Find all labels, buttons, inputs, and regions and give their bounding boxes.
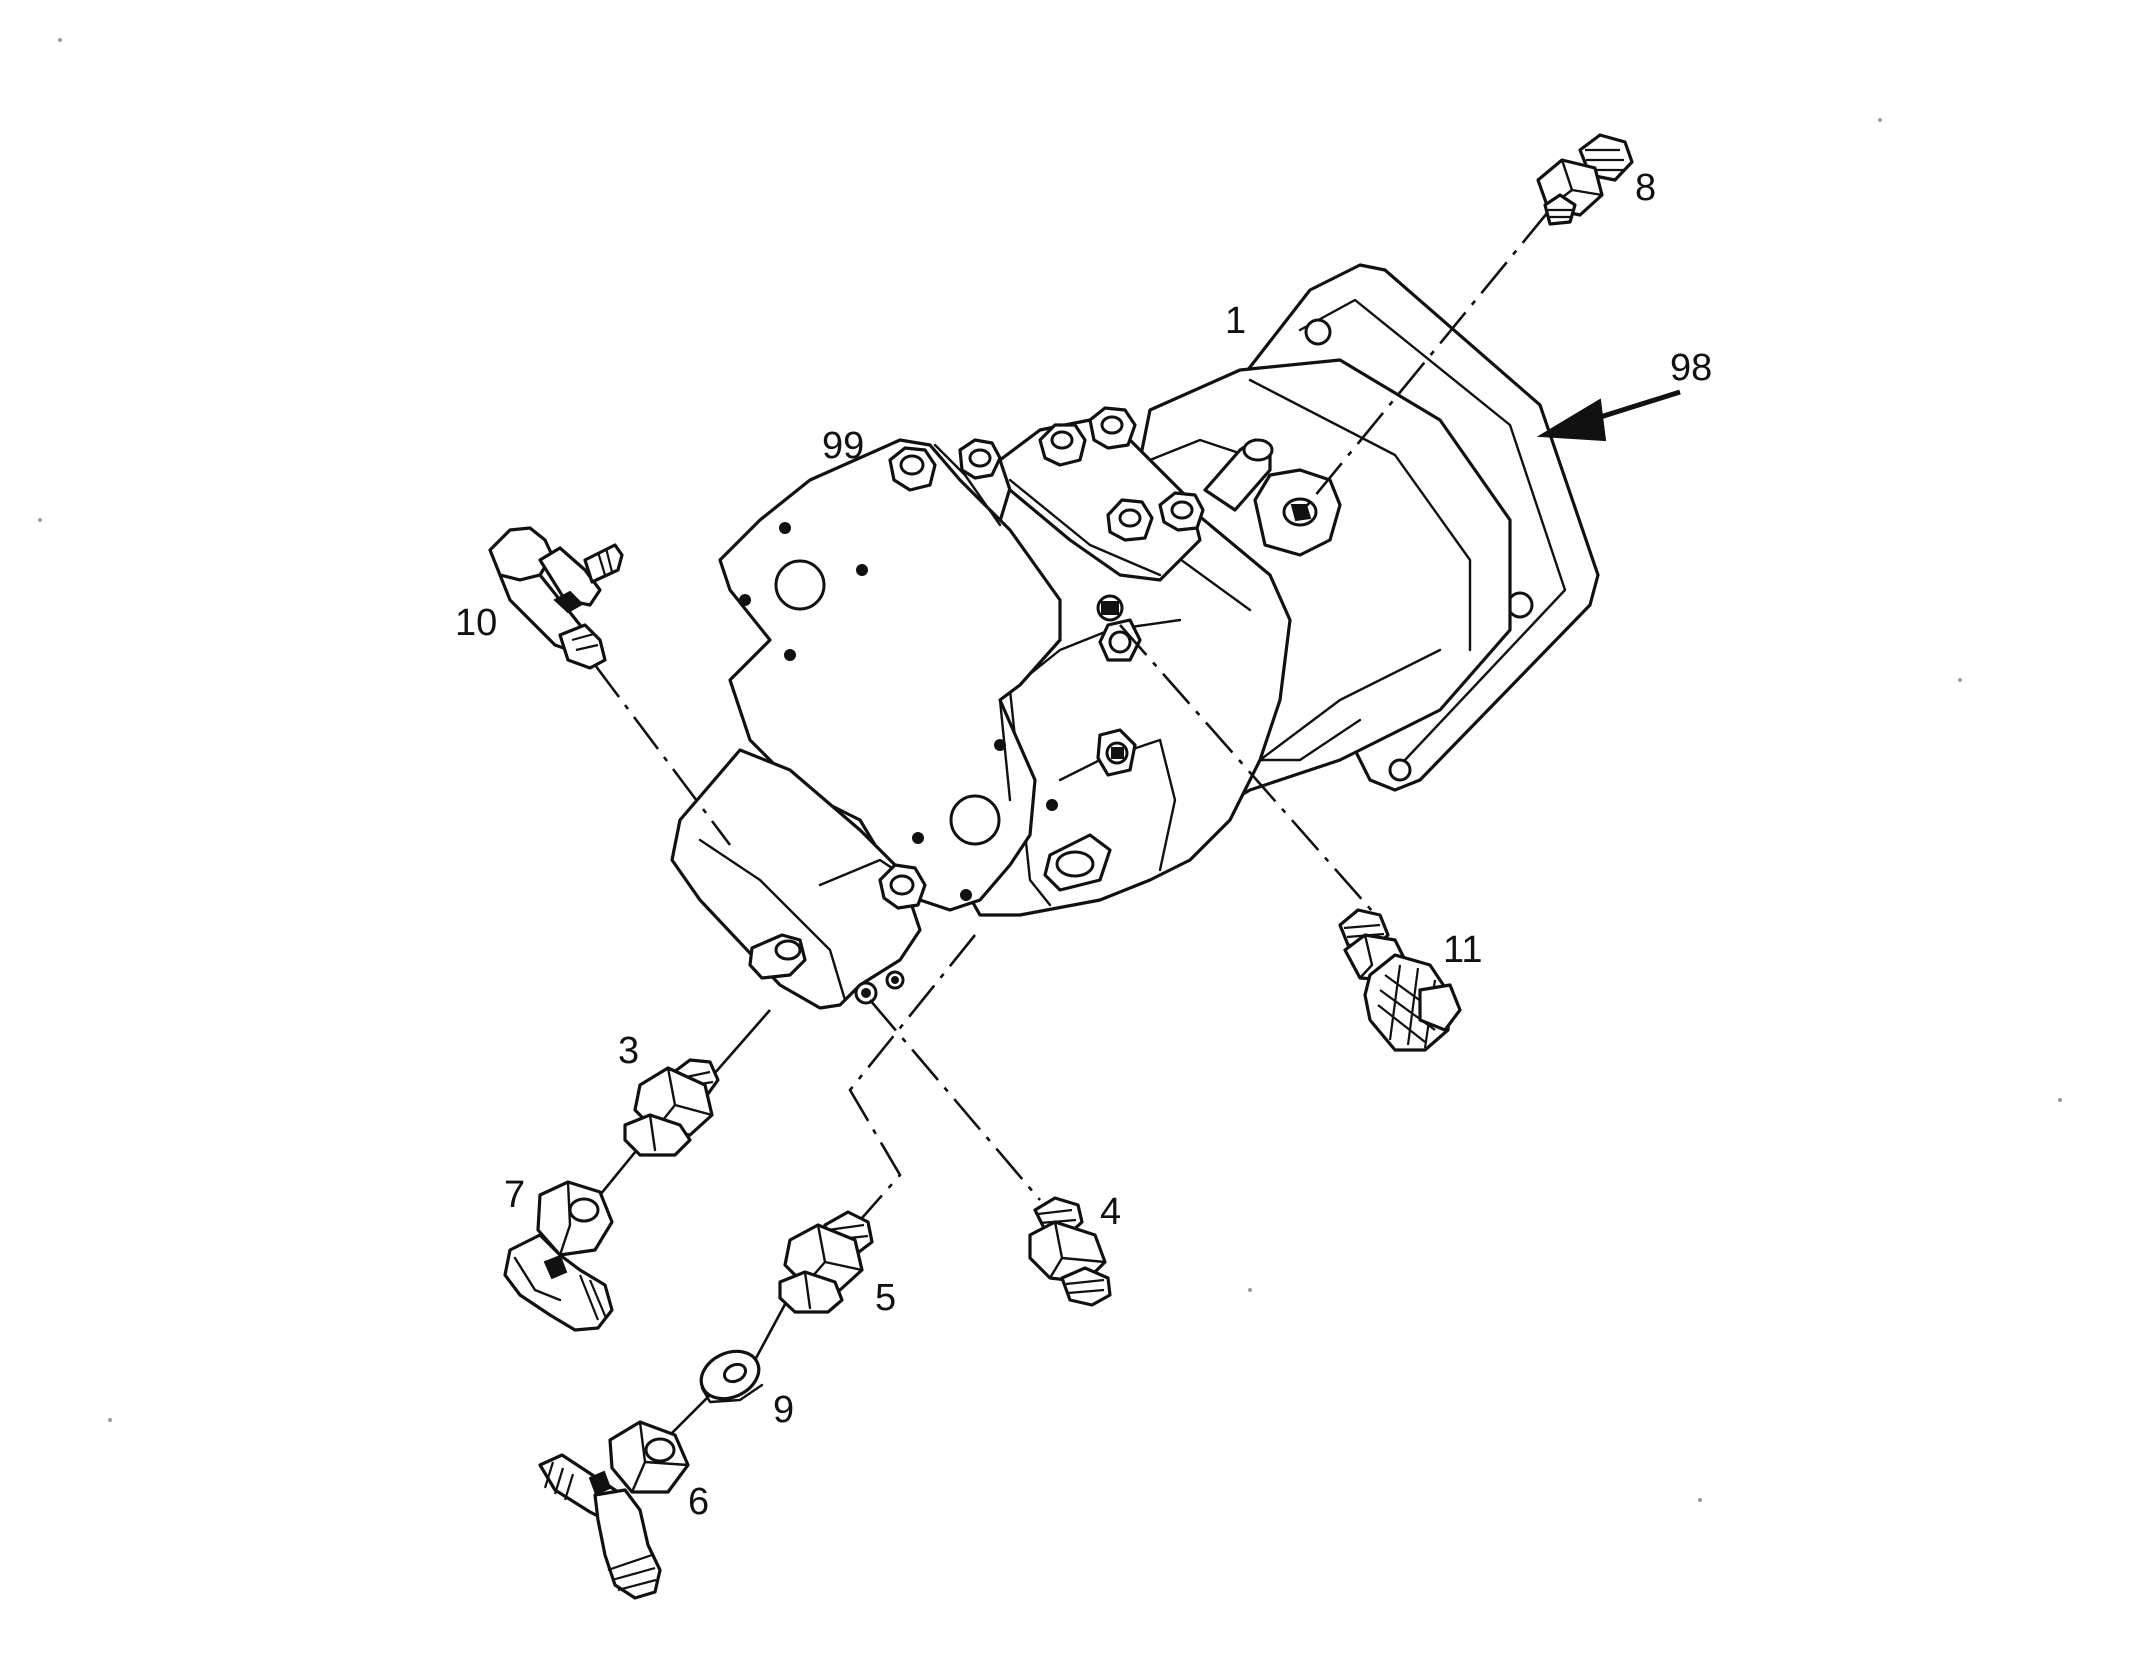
callout-3: 3: [618, 1030, 639, 1072]
direction-arrow: [1536, 389, 1681, 442]
callout-6: 6: [688, 1481, 709, 1523]
fitting-4: [1028, 1196, 1112, 1307]
callout-11: 11: [1443, 929, 1482, 971]
callout-labels: 1 3 4 5 6 7 8 9 10 11 98 99: [455, 167, 1712, 1523]
lower-block: [670, 748, 922, 1010]
washer-9: [699, 1349, 764, 1404]
callout-10: 10: [455, 602, 497, 644]
arrow-head-icon: [1536, 398, 1607, 442]
fitting-3: [623, 1058, 720, 1157]
pressure-switch-10: [488, 526, 624, 670]
fitting-8: [1536, 133, 1634, 226]
fitting-5: [778, 1210, 874, 1314]
motor-assembly: [670, 263, 1600, 1010]
callout-9: 9: [773, 1389, 794, 1431]
tee-fitting-6: [538, 1420, 690, 1600]
check-valve-11: [1338, 908, 1462, 1052]
callout-7: 7: [504, 1174, 525, 1216]
callout-99: 99: [822, 425, 864, 467]
scan-noise: [38, 38, 2062, 1502]
cap-screws: [1038, 406, 1205, 542]
callout-8: 8: [1635, 167, 1656, 209]
leader-lines: [593, 211, 1550, 1436]
callout-4: 4: [1100, 1191, 1121, 1233]
callout-98: 98: [1670, 347, 1712, 389]
elbow-fitting-7: [503, 1180, 614, 1332]
callout-5: 5: [875, 1277, 896, 1319]
callout-1: 1: [1225, 300, 1246, 342]
